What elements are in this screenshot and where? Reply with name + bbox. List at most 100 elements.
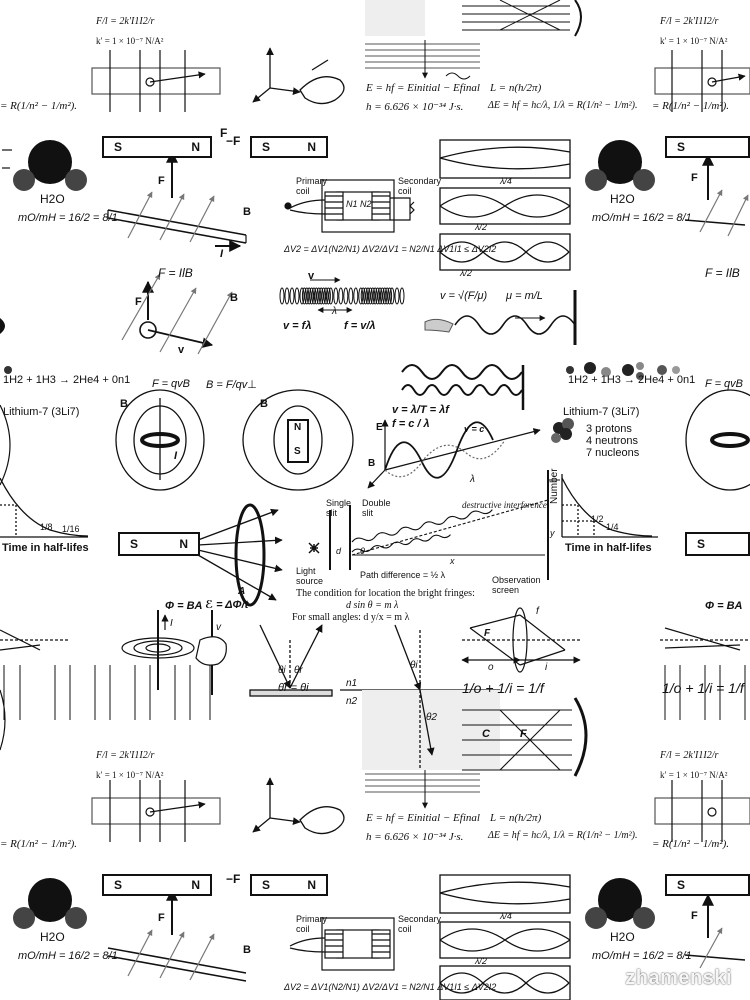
parallel-wire-force-top: F/l = 2k′I1I2/r bbox=[96, 16, 155, 27]
loop-field-label: B bbox=[120, 398, 128, 410]
force-on-wire-diagram bbox=[107, 150, 247, 252]
bright-fringe-equation: d sin θ = m λ bbox=[346, 600, 399, 611]
wire-current-label: I bbox=[220, 248, 224, 260]
decay-tick-half: 1/2 bbox=[591, 514, 604, 524]
straight-wire-field bbox=[121, 610, 195, 690]
spring-coil bbox=[394, 287, 400, 305]
standing-wave-bottom-1: λ/4 bbox=[500, 911, 512, 921]
screen-distance-x: x bbox=[450, 556, 455, 566]
bottom-wire-force-right: F bbox=[691, 910, 698, 922]
rydberg-right-top: = R(1/n² − 1/m²). bbox=[652, 100, 730, 112]
charge-field-label: B bbox=[230, 292, 238, 304]
standing-wave-bottom-2: λ/2 bbox=[475, 956, 487, 966]
parallel-wire-constant-top-right: k′ = 1 × 10⁻⁷ N/A² bbox=[660, 36, 728, 46]
fusion-equation-right: 1H2 + 1H3 → 2He4 + 0n1 bbox=[568, 374, 696, 386]
standing-wave-label-2: λ/2 bbox=[475, 222, 487, 232]
wire-current-i: I bbox=[170, 618, 173, 629]
spring-coil bbox=[399, 287, 405, 305]
parallel-wires-left bbox=[3, 665, 71, 720]
mirror-center: C bbox=[482, 728, 490, 740]
photon-energy-repeat: E = hf = Einitial − Efinal bbox=[366, 812, 480, 824]
magnet-north-label-2: N bbox=[307, 140, 316, 154]
parallel-wires-center bbox=[94, 665, 211, 720]
photon-wavelength-top: ΔE = hf = hc/λ, 1/λ = R(1/n² − 1/m²). bbox=[488, 100, 638, 111]
charge-velocity-label: v bbox=[178, 344, 185, 356]
current-loop-field bbox=[115, 389, 205, 491]
linear-density: μ = m/L bbox=[506, 290, 543, 302]
spring-coil bbox=[377, 287, 383, 305]
spring-coil bbox=[365, 287, 371, 305]
spring-coil bbox=[353, 287, 359, 305]
string-wave-speed: v = √(F/μ) bbox=[440, 290, 488, 302]
spring-coil bbox=[299, 287, 305, 305]
lorentz-field: B = F/qv⊥ bbox=[206, 379, 257, 391]
spring-coil bbox=[321, 287, 327, 305]
wire-force-label-right: F bbox=[691, 172, 698, 184]
bottom-magnet-south-2: S bbox=[262, 878, 271, 892]
spring-coil bbox=[367, 287, 373, 305]
parallel-wire-constant-repeat-right: k′ = 1 × 10⁻⁷ N/A² bbox=[660, 770, 728, 780]
transformer-equations: ΔV2 = ΔV1(N2/N1) ΔV2/ΔV1 = N2/N1 ΔV1I1 ≤… bbox=[284, 244, 497, 254]
spring-coil bbox=[306, 287, 312, 305]
magnet-south-label: S bbox=[114, 140, 123, 154]
force-law-IlB: F = IlB bbox=[158, 266, 193, 280]
force-on-wire-bottom bbox=[107, 888, 247, 982]
em-lambda-label: λ bbox=[470, 474, 475, 485]
refraction-angle: θ2 bbox=[426, 712, 437, 723]
water-molecule-right bbox=[585, 140, 655, 191]
slab-repeat bbox=[365, 770, 480, 809]
water-molecule-left bbox=[13, 140, 87, 191]
induction-magnet-south: S bbox=[130, 537, 139, 551]
angle-theta: θ bbox=[360, 546, 365, 556]
photon-wavelength-repeat: ΔE = hf = hc/λ, 1/λ = R(1/n² − 1/m²). bbox=[488, 830, 638, 841]
transformer-secondary-label: Secondary coil bbox=[398, 176, 442, 196]
lens-object-distance: o bbox=[488, 662, 494, 673]
right-wire-repeat bbox=[654, 780, 750, 842]
transformer-secondary-bottom: Secondary coil bbox=[398, 914, 442, 934]
spring-coil bbox=[313, 287, 319, 305]
spring-coil bbox=[294, 287, 300, 305]
standing-wave-label-3: λ/2 bbox=[460, 268, 472, 278]
fusion-equation-left: 1H2 + 1H3 → 2He4 + 0n1 bbox=[3, 374, 131, 386]
bottom-magnet-north: N bbox=[191, 878, 200, 892]
spring-coil bbox=[370, 287, 376, 305]
em-wave-3d bbox=[367, 419, 541, 489]
rydberg-left-repeat: = R(1/n² − 1/m²). bbox=[0, 838, 78, 850]
induction-magnet-north: N bbox=[179, 537, 188, 551]
magnet-south-vertical: S bbox=[294, 446, 301, 457]
lens-image-distance: i bbox=[545, 662, 548, 673]
spring-wave-equation: v = fλ bbox=[283, 320, 312, 332]
fusion-nuclei-left bbox=[4, 366, 12, 374]
top-mirror bbox=[365, 0, 582, 37]
lithium-neutrons: 4 neutrons bbox=[586, 435, 638, 447]
charge-force-label: F bbox=[135, 296, 142, 308]
spring-coil bbox=[372, 287, 378, 305]
destructive-interference-label: destructive interference bbox=[462, 500, 547, 510]
loop-area-label: A bbox=[238, 586, 246, 597]
force-law-IlB-right: F = IlB bbox=[705, 266, 740, 280]
refraction-incident-angle: θi bbox=[410, 660, 418, 671]
magnet-reaction-force-label: −F bbox=[226, 134, 241, 148]
bottom-wire-force: F bbox=[158, 912, 165, 924]
magnet-north-label: N bbox=[191, 140, 200, 154]
magnet-south-label-3: S bbox=[677, 140, 686, 154]
transformer-n1: N1 bbox=[346, 199, 358, 209]
lorentz-force: F = qvB bbox=[152, 378, 191, 390]
right-hand-axes bbox=[252, 47, 345, 105]
transformer-bottom bbox=[289, 917, 395, 971]
left-edge-loops bbox=[0, 404, 11, 751]
bar-magnet-right: S bbox=[665, 136, 750, 158]
decay-curve-right bbox=[561, 474, 658, 538]
single-slit-label: Single slit bbox=[326, 498, 352, 518]
water-mass-ratio-bottom-right: mO/mH = 16/2 = 8/1 bbox=[592, 950, 692, 962]
fringe-position-y: y bbox=[550, 528, 555, 538]
lens-equation-right: 1/o + 1/i = 1/f bbox=[662, 680, 744, 696]
light-frequency-equation: f = c / λ bbox=[392, 418, 430, 430]
transformer-primary-bottom: Primary coil bbox=[296, 914, 327, 934]
spring-coil bbox=[348, 287, 354, 305]
magnet-north-vertical: N bbox=[294, 422, 302, 433]
photon-energy-top: E = hf = Einitial − Efinal bbox=[366, 82, 480, 94]
lens-focal-f: f bbox=[536, 606, 539, 617]
water-molecule-bottom-right bbox=[585, 878, 655, 929]
mirror-focus: F bbox=[520, 728, 527, 740]
